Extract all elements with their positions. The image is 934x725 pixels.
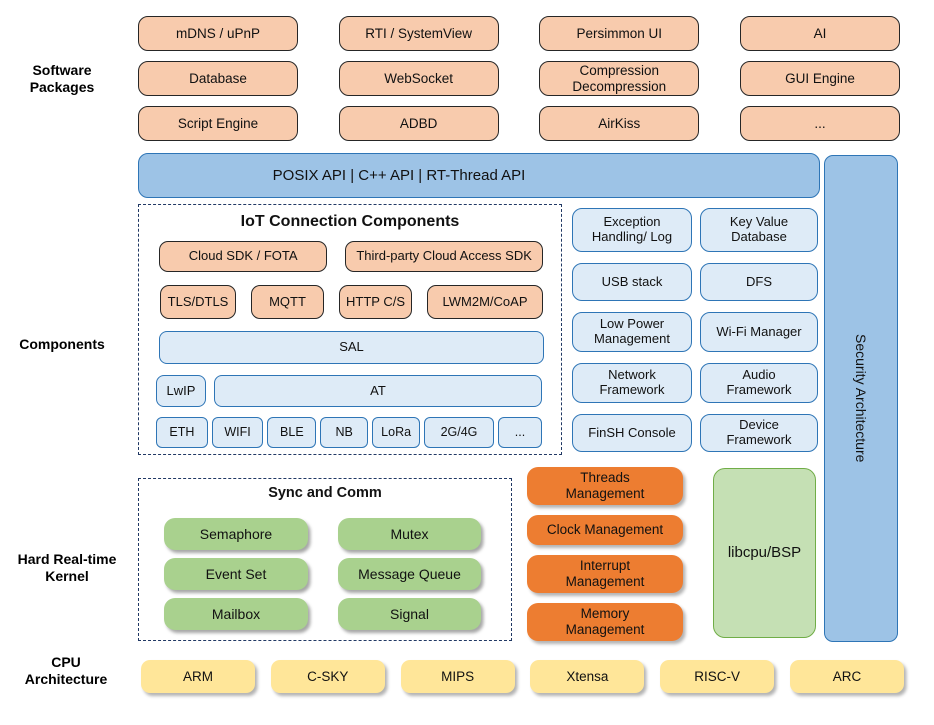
- management-box: Interrupt Management: [527, 555, 683, 593]
- package-box: Compression Decompression: [539, 61, 700, 96]
- sync-box: Event Set: [164, 558, 308, 590]
- component-box: Audio Framework: [700, 363, 818, 403]
- cpu-arch-box: Xtensa: [530, 660, 645, 693]
- management-box: Memory Management: [527, 603, 683, 641]
- link-box: NB: [320, 417, 369, 448]
- management-box: Clock Management: [527, 515, 683, 545]
- iot-box: LWM2M/CoAP: [427, 285, 543, 319]
- iot-at-row: LwIP AT: [156, 375, 542, 407]
- link-box: ETH: [156, 417, 208, 448]
- package-box: mDNS / uPnP: [138, 16, 298, 51]
- cpu-arch-box: ARM: [141, 660, 255, 693]
- package-box: Script Engine: [138, 106, 298, 141]
- kernel-management-column: Threads Management Clock Management Inte…: [527, 467, 683, 641]
- cpu-arch-box: C-SKY: [270, 660, 385, 693]
- link-box: ...: [497, 417, 542, 448]
- sync-box: Message Queue: [338, 558, 481, 590]
- iot-connection-components-group: IoT Connection Components Cloud SDK / FO…: [138, 204, 562, 455]
- sync-box: Semaphore: [164, 518, 308, 550]
- sync-grid: Semaphore Mutex Event Set Message Queue …: [164, 518, 481, 630]
- component-box: Wi-Fi Manager: [700, 312, 818, 352]
- management-box: Threads Management: [527, 467, 683, 505]
- component-box: Key Value Database: [700, 208, 818, 252]
- component-box: USB stack: [572, 263, 692, 301]
- api-bar: POSIX API | C++ API | RT-Thread API: [138, 153, 820, 198]
- cpu-architecture-label: CPU Architecture: [24, 654, 108, 688]
- link-box: BLE: [267, 417, 317, 448]
- iot-box: Third-party Cloud Access SDK: [345, 241, 543, 272]
- link-box: WIFI: [211, 417, 264, 448]
- software-packages-grid: mDNS / uPnP RTI / SystemView Persimmon U…: [138, 16, 900, 141]
- link-box: LoRa: [372, 417, 421, 448]
- package-box: ADBD: [338, 106, 499, 141]
- iot-box: Cloud SDK / FOTA: [159, 241, 328, 272]
- link-box: 2G/4G: [424, 417, 494, 448]
- package-box: AI: [739, 16, 900, 51]
- package-box: ...: [739, 106, 900, 141]
- sal-bar: SAL: [159, 331, 544, 364]
- iot-box: HTTP C/S: [339, 285, 412, 319]
- sync-box: Mutex: [338, 518, 481, 550]
- package-box: Database: [138, 61, 298, 96]
- component-box: Network Framework: [572, 363, 692, 403]
- iot-links-row: ETH WIFI BLE NB LoRa 2G/4G ...: [156, 417, 542, 448]
- at-bar: AT: [214, 375, 542, 407]
- iot-box: MQTT: [251, 285, 324, 319]
- cpu-arch-box: ARC: [789, 660, 904, 693]
- component-box: Device Framework: [700, 414, 818, 452]
- component-box: Exception Handling/ Log: [572, 208, 692, 252]
- lwip-box: LwIP: [156, 375, 206, 407]
- cpu-arch-box: MIPS: [400, 660, 515, 693]
- kernel-label: Hard Real-time Kernel: [17, 551, 117, 585]
- cpu-architectures-row: ARM C-SKY MIPS Xtensa RISC-V ARC: [141, 660, 904, 693]
- package-box: GUI Engine: [739, 61, 900, 96]
- component-box: Low Power Management: [572, 312, 692, 352]
- components-label: Components: [19, 336, 105, 352]
- software-packages-label: Software Packages: [29, 62, 95, 96]
- iot-title: IoT Connection Components: [240, 213, 460, 230]
- iot-box: TLS/DTLS: [160, 285, 236, 319]
- package-box: WebSocket: [338, 61, 499, 96]
- security-architecture-bar: Security Architecture: [824, 155, 898, 642]
- sync-box: Mailbox: [164, 598, 308, 630]
- iot-row-2: TLS/DTLS MQTT HTTP C/S LWM2M/CoAP: [160, 285, 543, 319]
- cpu-arch-box: RISC-V: [660, 660, 775, 693]
- libcpu-bsp-box: libcpu/BSP: [713, 468, 816, 638]
- components-grid: Exception Handling/ Log Key Value Databa…: [572, 208, 818, 452]
- component-box: DFS: [700, 263, 818, 301]
- sync-box: Signal: [338, 598, 481, 630]
- iot-row-1: Cloud SDK / FOTA Third-party Cloud Acces…: [159, 241, 543, 272]
- package-box: Persimmon UI: [539, 16, 700, 51]
- sync-and-comm-title: Sync and Comm: [268, 485, 382, 501]
- component-box: FinSH Console: [572, 414, 692, 452]
- package-box: RTI / SystemView: [338, 16, 499, 51]
- sync-and-comm-group: Sync and Comm Semaphore Mutex Event Set …: [138, 478, 512, 641]
- package-box: AirKiss: [539, 106, 700, 141]
